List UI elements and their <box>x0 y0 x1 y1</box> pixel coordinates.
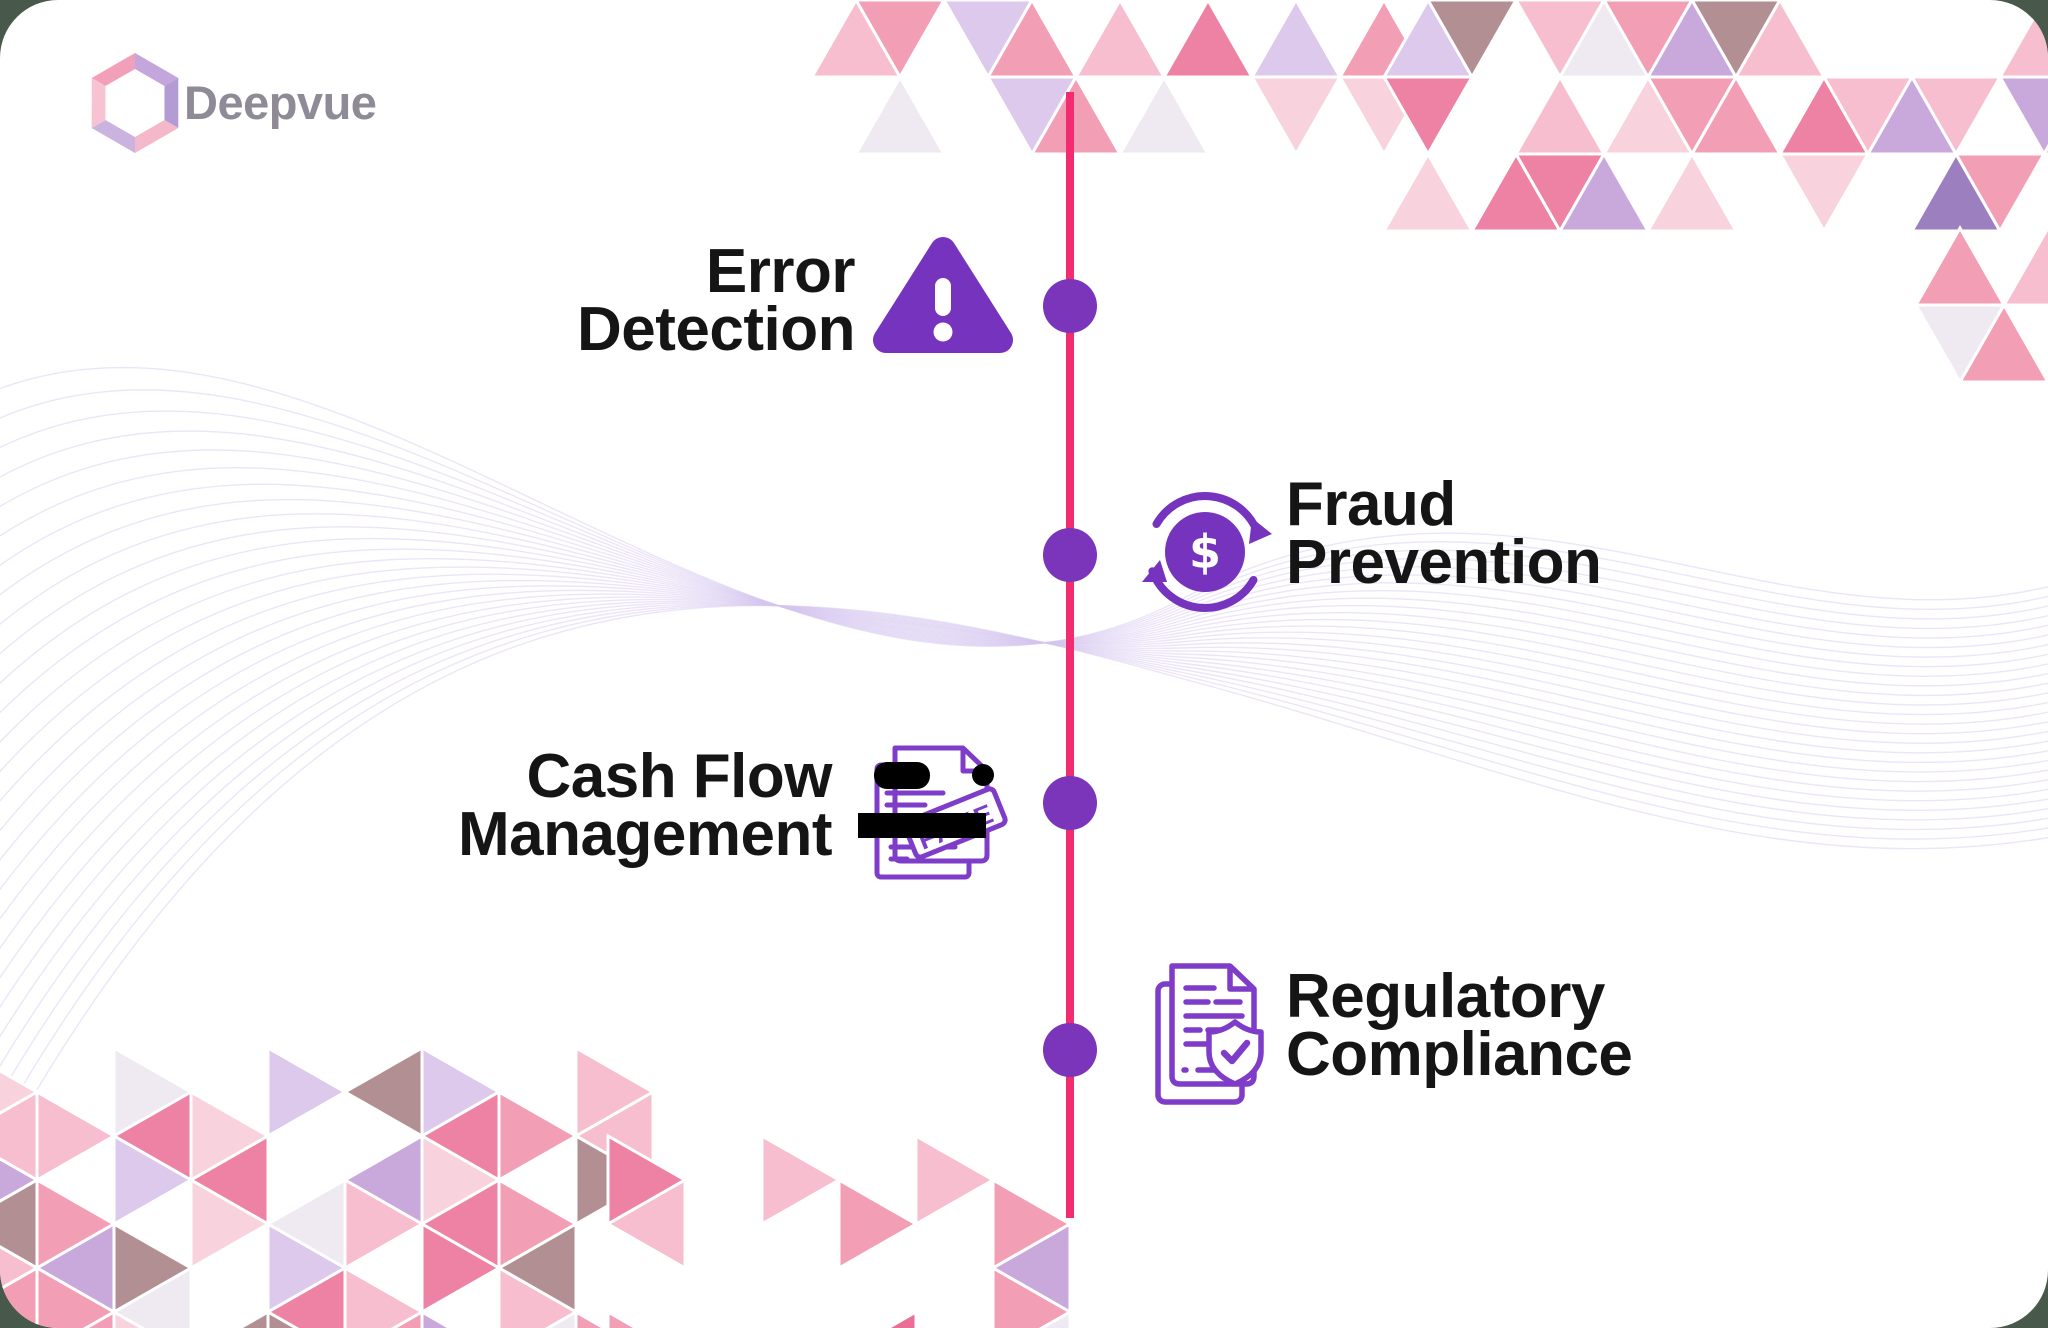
redaction-pill <box>874 762 930 789</box>
fake-document-icon: FAKE <box>858 745 1008 880</box>
timeline-dot-fraud-prevention <box>1043 528 1097 582</box>
deepvue-logo-icon <box>91 53 179 153</box>
timeline-dot-error-detection <box>1043 279 1097 333</box>
regulatory-compliance-label: Regulatory Compliance <box>1286 962 1633 1089</box>
brand-name: Deepvue <box>184 76 377 129</box>
error-detection-label: Error Detection <box>577 237 855 364</box>
money-cycle-icon: $ <box>1142 492 1272 612</box>
timeline-dot-regulatory <box>1043 1023 1097 1077</box>
deepvue-logo: Deepvue <box>80 48 377 158</box>
redaction-dot <box>972 764 994 786</box>
fraud-prevention-label: Fraud Prevention <box>1286 470 1602 597</box>
document-shield-check-icon <box>1155 963 1264 1105</box>
cash-flow-management-label: Cash Flow Management <box>458 742 832 869</box>
warning-triangle-icon <box>873 237 1013 353</box>
timeline-line <box>1066 92 1074 1218</box>
redaction-bar <box>858 813 986 838</box>
svg-text:$: $ <box>1189 525 1221 579</box>
timeline-dot-cash-flow <box>1043 776 1097 830</box>
